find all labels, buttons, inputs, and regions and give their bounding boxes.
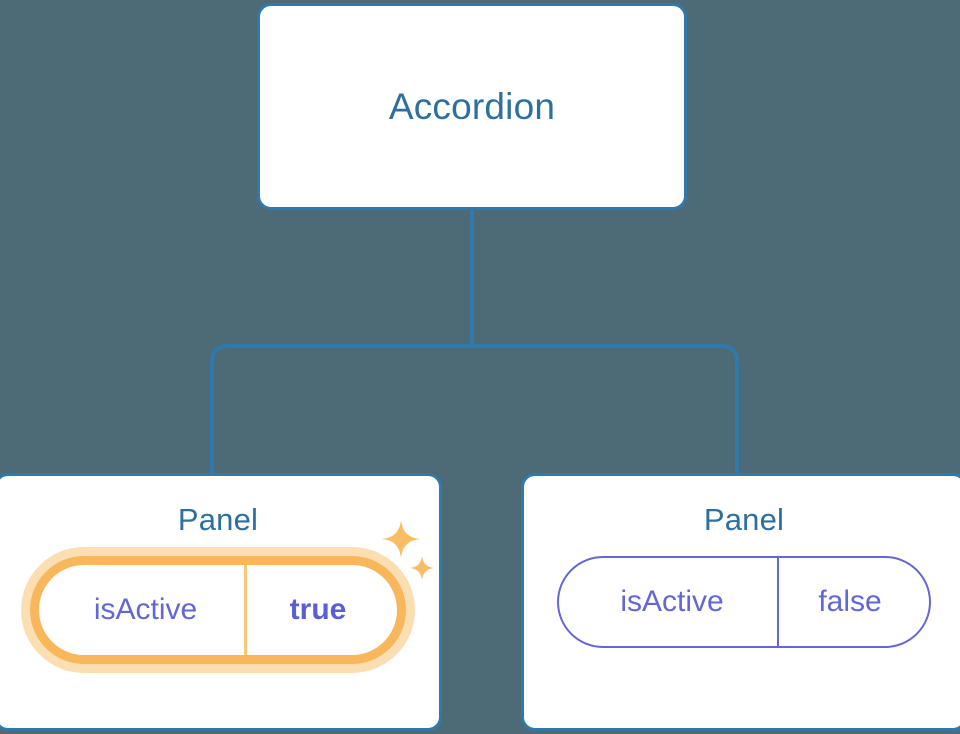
prop-pill-divider <box>777 558 779 646</box>
node-panel-inactive[interactable]: Panel isActive false <box>521 473 960 731</box>
prop-key: isActive <box>93 593 198 626</box>
prop-value: false <box>818 585 882 618</box>
node-accordion-title: Accordion <box>388 85 556 127</box>
prop-pill-inactive-wrapper: isActive false <box>557 556 931 648</box>
connector-branch-bar <box>210 344 739 473</box>
prop-value: true <box>289 593 347 626</box>
node-panel-active[interactable]: Panel isActive true <box>0 473 442 731</box>
prop-key: isActive <box>620 585 724 618</box>
node-panel-active-title: Panel <box>177 502 259 537</box>
node-panel-inactive-title: Panel <box>703 502 785 537</box>
sparkle-icon <box>410 556 434 580</box>
prop-pill-active[interactable]: isActive true <box>30 556 406 664</box>
sparkle-icon <box>382 520 420 558</box>
prop-pill-active-wrapper: isActive true <box>30 520 434 664</box>
prop-pill-inactive[interactable]: isActive false <box>557 556 931 648</box>
node-accordion[interactable]: Accordion <box>257 3 687 210</box>
prop-pill-divider <box>244 565 247 655</box>
